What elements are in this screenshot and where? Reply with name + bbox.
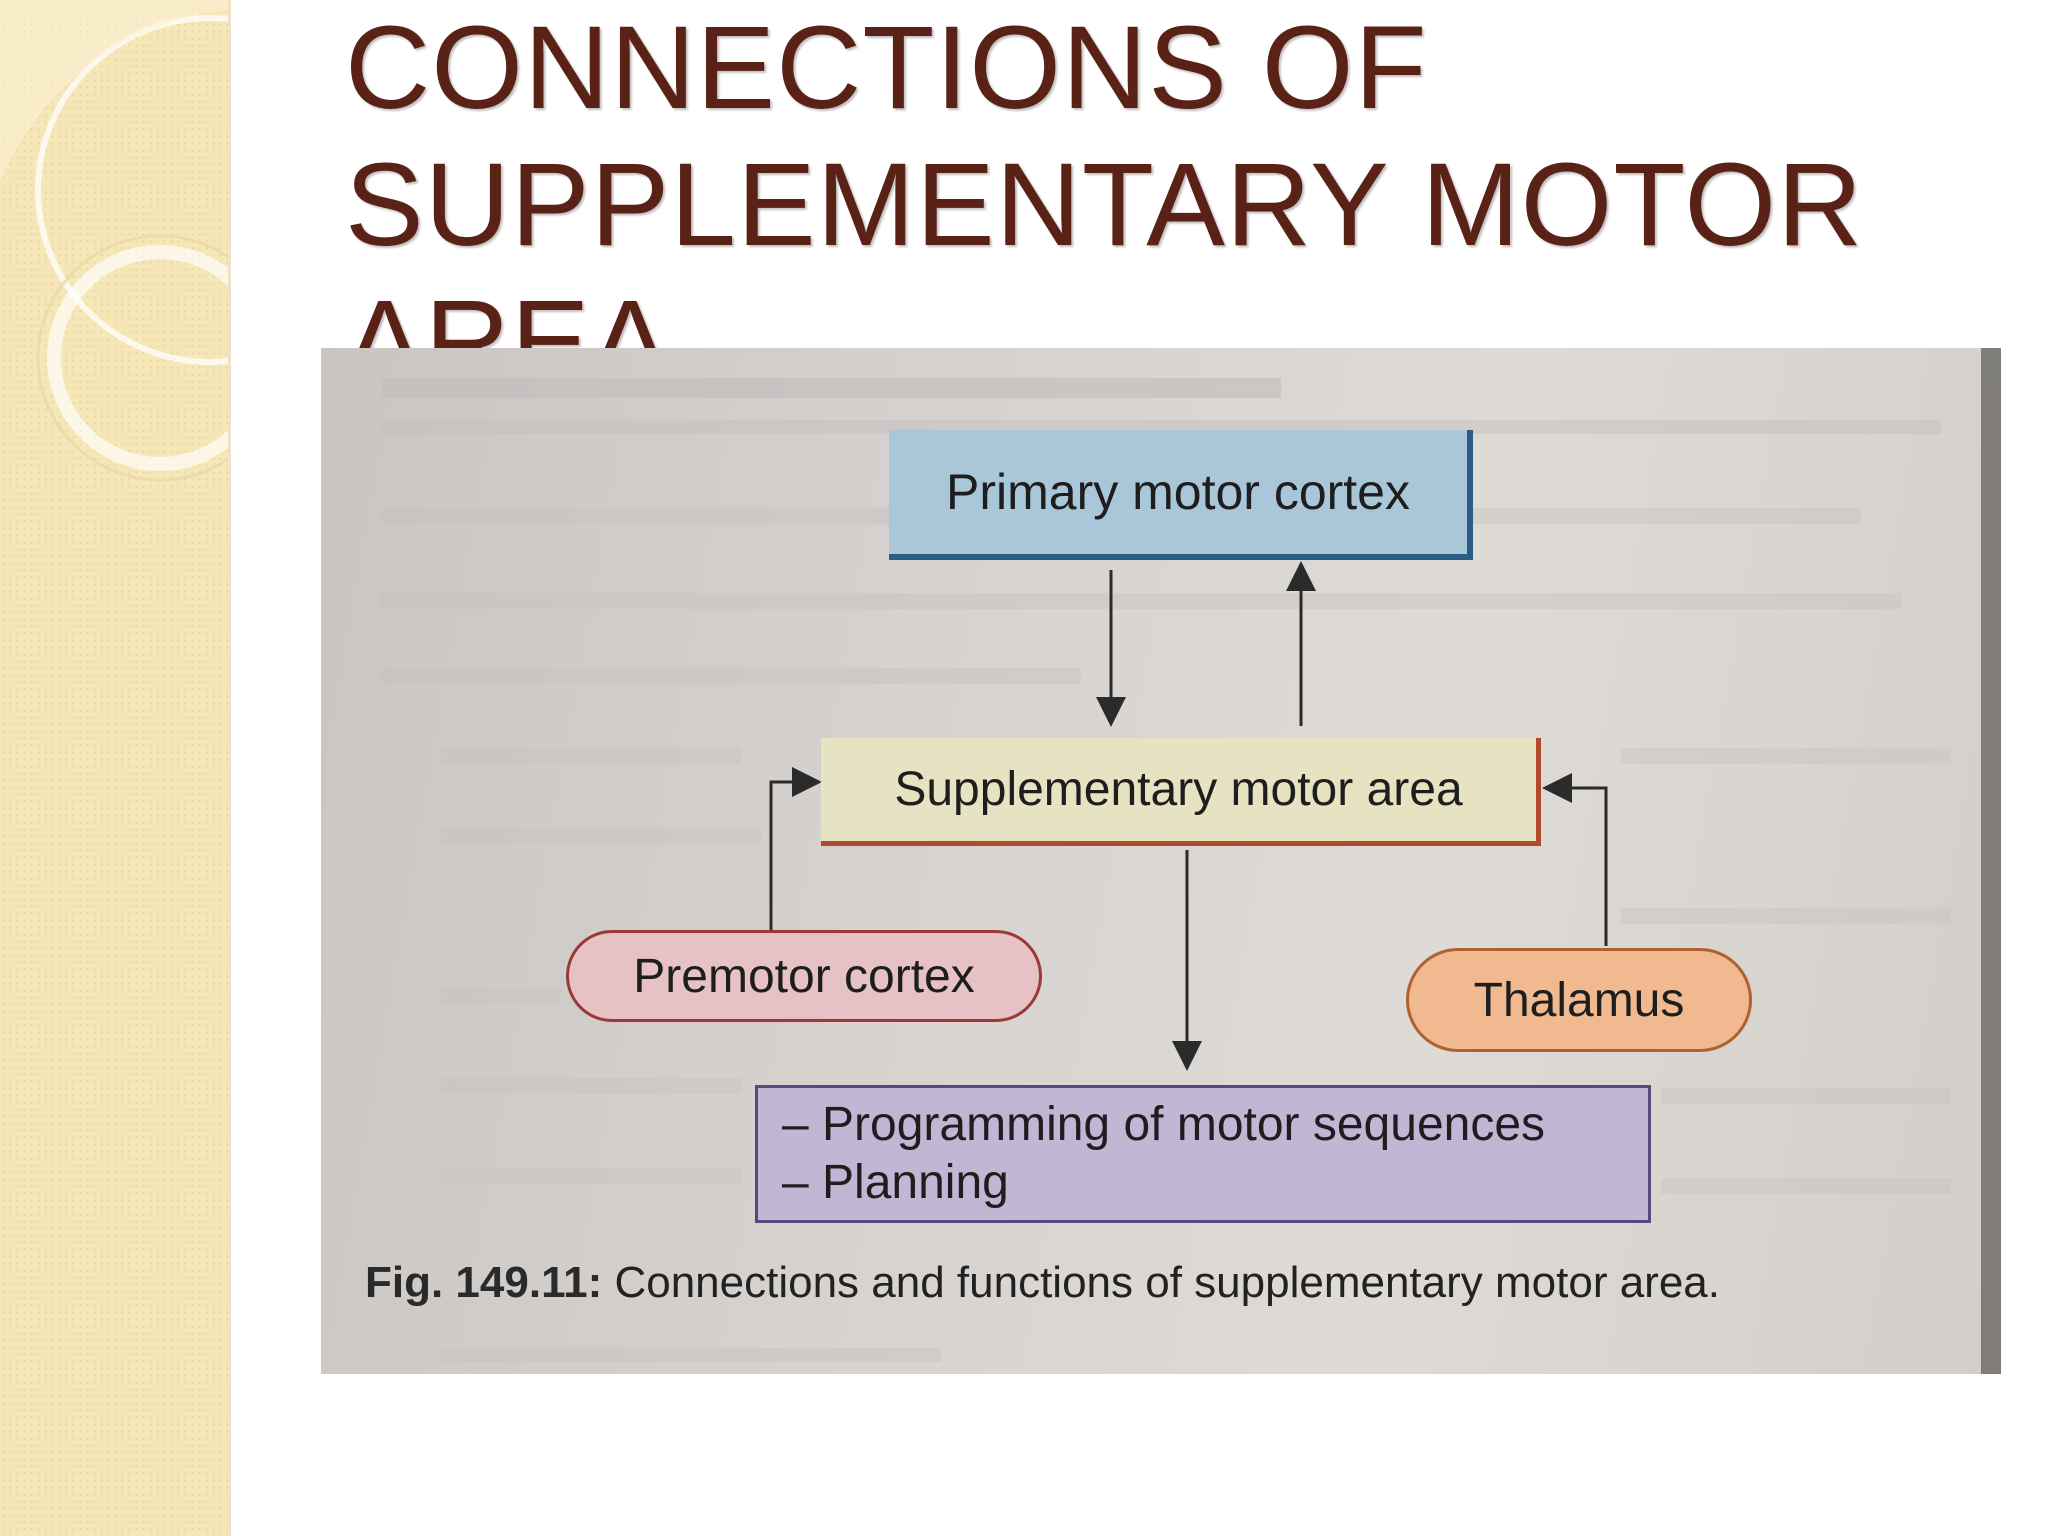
node-thalamus: Thalamus	[1406, 948, 1752, 1052]
bleed-text-bar	[1621, 748, 1951, 764]
bleed-text-bar	[1621, 908, 1951, 924]
page-edge	[1981, 348, 2001, 1374]
decorative-rings	[0, 0, 228, 482]
function-item: – Planning	[782, 1156, 1009, 1209]
bleed-text-bar	[381, 420, 1941, 434]
bleed-text-bar	[381, 593, 1901, 609]
bleed-text-bar	[1661, 1178, 1951, 1194]
node-supplementary-motor-area: Supplementary motor area	[821, 738, 1541, 846]
node-primary-motor-cortex: Primary motor cortex	[889, 430, 1473, 560]
node-label: Premotor cortex	[633, 949, 975, 1003]
arrow-thalamus-to-sma	[1542, 773, 1608, 946]
figure-photo: Primary motor cortex Supplementary motor…	[321, 348, 2001, 1374]
node-label: Supplementary motor area	[894, 763, 1463, 816]
caption-text: Connections and functions of supplementa…	[602, 1258, 1720, 1307]
bleed-text-bar	[441, 1168, 741, 1184]
title-line-2: SUPPLEMENTARY MOTOR	[345, 139, 1864, 271]
arrow-premotor-to-sma	[769, 767, 822, 930]
bleed-text-bar	[441, 828, 761, 844]
bleed-text-bar	[381, 378, 1281, 398]
title-line-1: CONNECTIONS OF	[345, 2, 1428, 134]
decorative-side-band	[0, 0, 231, 1536]
bleed-text-bar	[441, 1078, 741, 1094]
node-premotor-cortex: Premotor cortex	[566, 930, 1042, 1022]
bleed-text-bar	[441, 748, 741, 764]
slide-title: CONNECTIONS OF SUPPLEMENTARY MOTOR AREA	[345, 0, 1995, 411]
bleed-text-bar	[441, 1348, 941, 1362]
bleed-text-bar	[381, 668, 1081, 684]
bleed-text-bar	[1661, 1088, 1951, 1104]
node-label: Primary motor cortex	[946, 464, 1410, 520]
bleed-text-bar	[441, 988, 561, 1004]
node-label: Thalamus	[1473, 973, 1685, 1027]
function-item: – Programming of motor sequences	[782, 1098, 1546, 1151]
figure-caption: Fig. 149.11: Connections and functions o…	[365, 1258, 1985, 1308]
node-functions: – Programming of motor sequences – Plann…	[755, 1085, 1651, 1223]
figure-number: Fig. 149.11:	[365, 1258, 603, 1307]
